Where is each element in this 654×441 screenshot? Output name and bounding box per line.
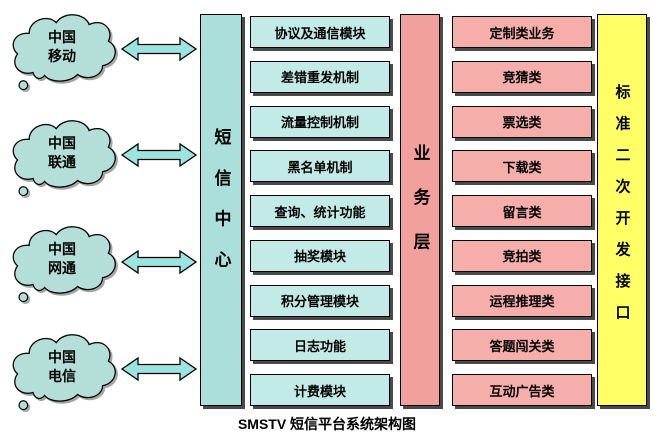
- api-label: 标准二次开发接口: [613, 84, 631, 336]
- sms-center-label: 短信中心: [211, 128, 231, 292]
- module-label: 流量控制机制: [280, 115, 359, 130]
- cloud-china-unicom: 中国联通: [4, 114, 120, 198]
- double-arrow-icon: [121, 142, 197, 168]
- sms-center-box: 短信中心: [200, 14, 242, 406]
- module-label: 积分管理模块: [280, 294, 359, 309]
- service-label: 票选类: [502, 115, 542, 130]
- cloud-icon: [12, 226, 116, 303]
- service-label: 运程推理类: [489, 294, 555, 309]
- service-label: 竞拍类: [502, 249, 542, 265]
- business-layer-label: 业务层: [410, 143, 430, 277]
- module-box: 黑名单机制: [250, 150, 390, 183]
- module-label: 抽奖模块: [293, 249, 346, 265]
- service-label: 定制类业务: [489, 25, 555, 41]
- service-box: 票选类: [452, 105, 592, 138]
- double-arrow-icon: [121, 249, 197, 275]
- cloud-label: 中国网通: [48, 240, 76, 276]
- service-box: 定制类业务: [452, 16, 592, 48]
- service-box: 留言类: [452, 195, 592, 227]
- double-arrow-icon: [121, 356, 197, 382]
- module-label: 计费模块: [293, 383, 346, 399]
- cloud-icon: [12, 120, 116, 197]
- module-label: 差错重发机制: [280, 70, 359, 86]
- business-layer-box: 业务层: [400, 14, 440, 406]
- module-box: 查询、统计功能: [250, 195, 390, 227]
- module-box: 计费模块: [250, 374, 390, 406]
- service-box: 运程推理类: [452, 284, 592, 317]
- service-label: 互动广告类: [489, 383, 555, 399]
- cloud-label: 中国联通: [48, 134, 76, 170]
- service-label: 下载类: [502, 159, 542, 175]
- api-box: 标准二次开发接口: [597, 14, 647, 406]
- double-arrow-icon: [121, 36, 197, 62]
- service-box: 竞猜类: [452, 60, 592, 93]
- services-column: 定制类业务 竞猜类 票选类 下载类 留言类 竞拍类 运程推理类 答题闯关类 互动…: [452, 16, 592, 406]
- module-label: 黑名单机制: [287, 159, 353, 175]
- cloud-china-netcom: 中国网通: [4, 220, 120, 304]
- service-box: 竞拍类: [452, 239, 592, 272]
- module-box: 积分管理模块: [250, 284, 390, 317]
- service-box: 下载类: [452, 150, 592, 183]
- module-box: 协议及通信模块: [250, 16, 390, 48]
- cloud-china-mobile: 中国移动: [4, 8, 120, 92]
- module-box: 日志功能: [250, 329, 390, 362]
- service-label: 竞猜类: [502, 70, 542, 86]
- module-label: 协议及通信模块: [274, 25, 366, 41]
- module-label: 查询、统计功能: [274, 204, 366, 220]
- service-box: 互动广告类: [452, 374, 592, 406]
- modules-column: 协议及通信模块 差错重发机制 流量控制机制 黑名单机制 查询、统计功能 抽奖模块…: [250, 16, 390, 406]
- module-box: 抽奖模块: [250, 239, 390, 272]
- cloud-label: 中国移动: [48, 28, 76, 64]
- module-label: 日志功能: [293, 338, 346, 354]
- module-box: 流量控制机制: [250, 105, 390, 138]
- cloud-china-telecom: 中国电信: [4, 328, 120, 412]
- cloud-label: 中国电信: [48, 348, 76, 384]
- cloud-icon: [12, 334, 116, 411]
- module-box: 差错重发机制: [250, 60, 390, 93]
- diagram-caption: SMSTV 短信平台系统架构图: [237, 416, 417, 432]
- cloud-icon: [12, 14, 116, 91]
- service-label: 答题闯关类: [489, 338, 555, 354]
- service-label: 留言类: [502, 204, 542, 220]
- service-box: 答题闯关类: [452, 329, 592, 362]
